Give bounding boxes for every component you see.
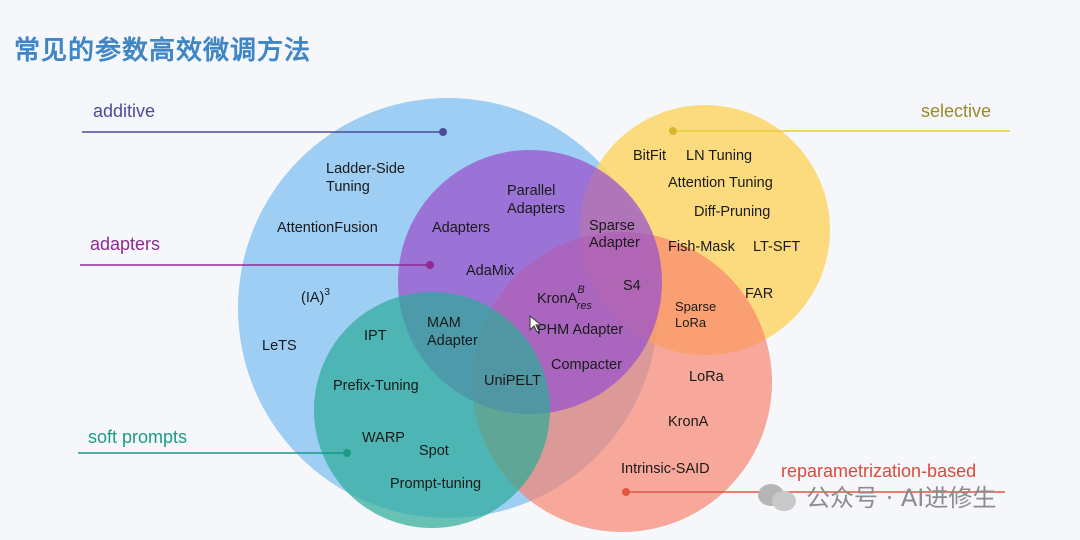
method-sparse-adapter: Sparse Adapter: [589, 218, 640, 251]
soft-prompts-label: soft prompts: [88, 427, 187, 447]
mouse-cursor-icon: [529, 314, 543, 333]
watermark: 公众号 · AI进修生: [758, 478, 996, 513]
method-adapters: Adapters: [432, 220, 490, 236]
adapters-pointer: [80, 261, 434, 269]
additive-label: additive: [93, 101, 155, 121]
additive-pointer: [82, 128, 447, 136]
soft-prompts-pointer: [78, 449, 351, 457]
adapters-label: adapters: [90, 234, 160, 254]
method-phm-adapter: PHM Adapter: [537, 322, 623, 338]
method-mam-adapter: MAM Adapter: [427, 315, 478, 349]
method-ia3: (IA)3: [301, 287, 330, 306]
page-title: 常见的参数高效微调方法: [14, 36, 312, 66]
method-ladder-side-tuning: Ladder-Side Tuning: [326, 161, 409, 195]
selective-label: selective: [921, 101, 991, 121]
method-lt-sft: LT-SFT: [753, 239, 800, 255]
method-prefix-tuning: Prefix-Tuning: [333, 378, 419, 394]
wechat-icon: [758, 481, 798, 511]
watermark-text: 公众号 · AI进修生: [806, 484, 997, 512]
method-ipt: IPT: [364, 328, 387, 344]
method-adamix: AdaMix: [466, 263, 515, 279]
method-attention-tuning: Attention Tuning: [668, 175, 773, 191]
method-lets: LeTS: [262, 338, 297, 354]
method-prompt-tuning: Prompt-tuning: [390, 476, 481, 492]
method-spot: Spot: [419, 443, 449, 459]
reparametrization-pointer: [622, 488, 1005, 496]
method-sparse-lora: Sparse LoRa: [675, 299, 720, 330]
selective-pointer: [669, 127, 1010, 135]
method-s4: S4: [623, 278, 641, 294]
method-unipelt: UniPELT: [484, 373, 541, 389]
method-far: FAR: [745, 286, 773, 302]
soft-prompts-circle: [314, 292, 550, 528]
method-warp: WARP: [362, 430, 405, 446]
method-compacter: Compacter: [551, 357, 622, 373]
method-parallel-adapters: Parallel Adapters: [507, 183, 565, 217]
method-fish-mask: Fish-Mask: [668, 239, 736, 255]
method-intrinsic-said: Intrinsic-SAID: [621, 461, 710, 477]
method-lora: LoRa: [689, 369, 725, 385]
method-bitfit: BitFit: [633, 148, 666, 164]
method-ln-tuning: LN Tuning: [686, 148, 752, 164]
method-krona: KronA: [668, 414, 709, 430]
reparametrization-label: reparametrization-based: [781, 461, 976, 481]
method-attention-fusion: AttentionFusion: [277, 220, 378, 236]
method-diff-pruning: Diff-Pruning: [694, 204, 770, 220]
